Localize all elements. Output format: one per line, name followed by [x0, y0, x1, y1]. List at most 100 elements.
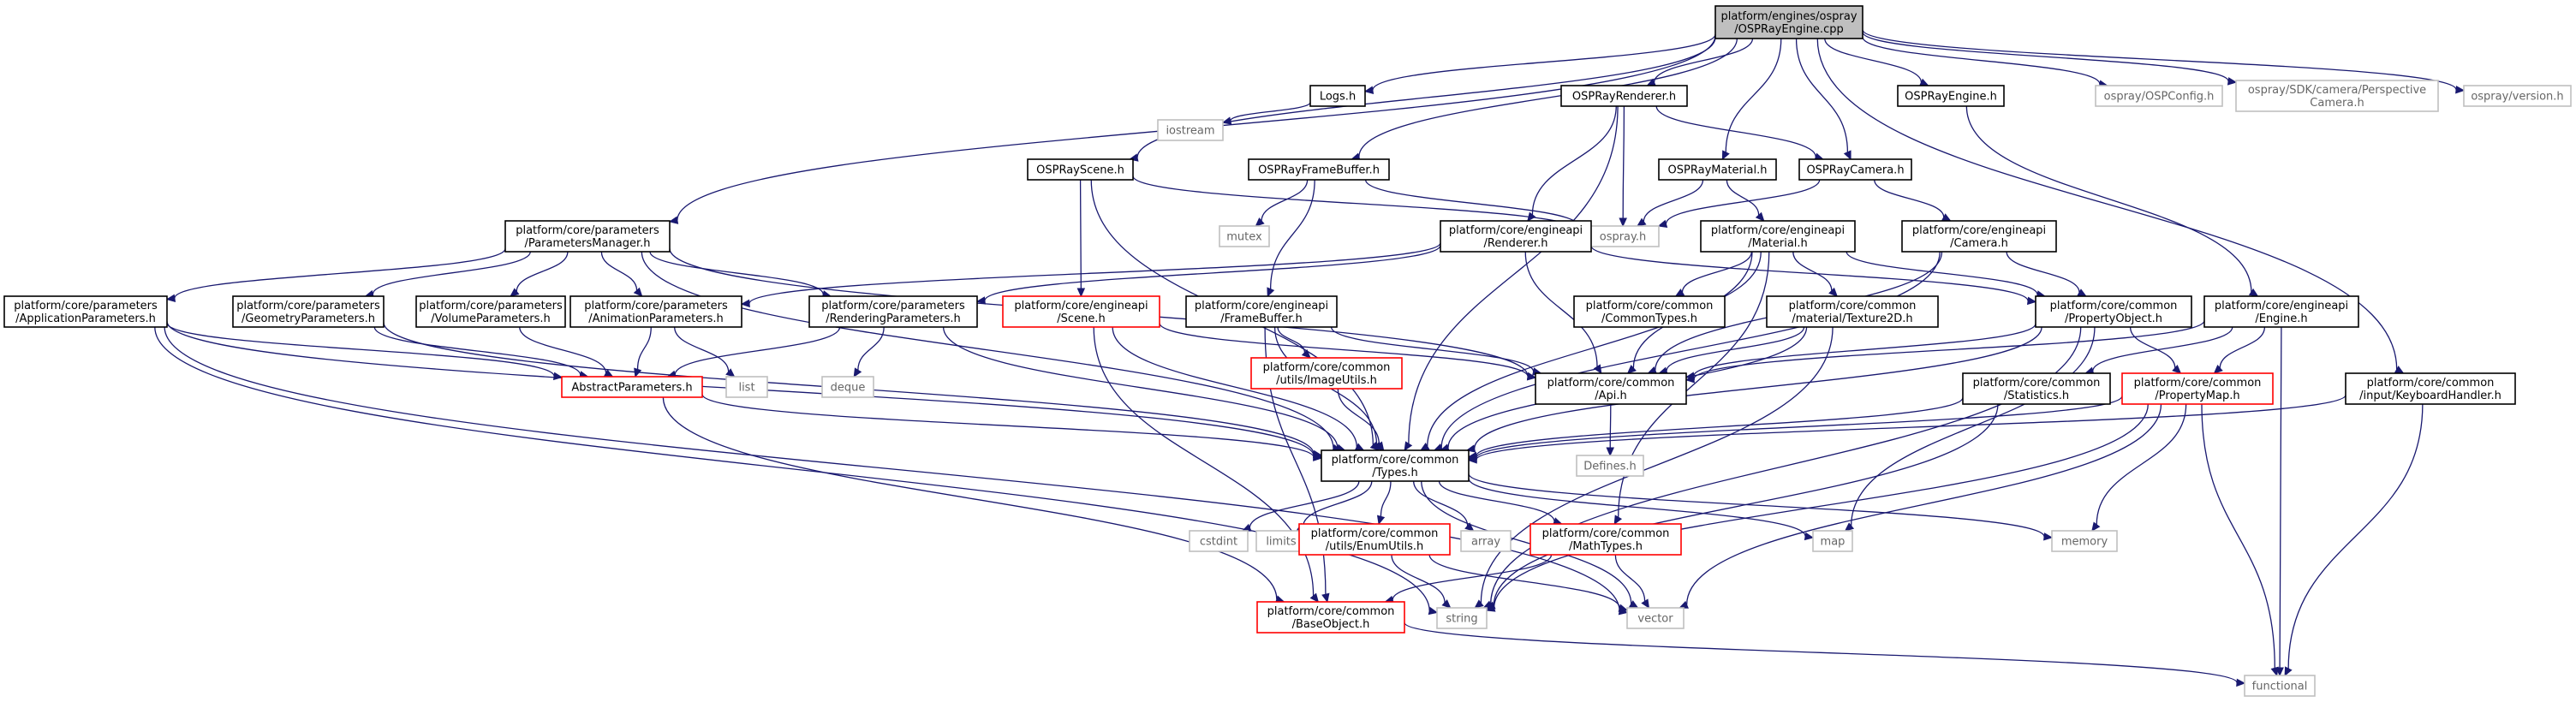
node-box	[808, 295, 978, 328]
edge-animparams-to-abstractparams	[634, 326, 652, 378]
node-box	[2051, 530, 2118, 552]
node-ospconfig: ospray/OSPConfig.h	[2095, 85, 2223, 107]
edge-statistics-to-string	[1485, 403, 1999, 610]
edge-propmap-to-types	[1467, 396, 2123, 462]
node-ecamera[interactable]: platform/core/engineapi/Camera.h	[1901, 220, 2057, 253]
node-propmap[interactable]: platform/core/common/PropertyMap.h	[2121, 372, 2274, 405]
node-abstractparams[interactable]: AbstractParameters.h	[561, 376, 703, 398]
node-label: /Types.h	[1372, 467, 1417, 479]
edge-pm-to-animparams	[600, 251, 643, 297]
edge-mathtypes-to-vector	[1614, 554, 1650, 610]
node-ospcamera[interactable]: OSPRayCamera.h	[1798, 158, 1912, 181]
edge-keyboard-to-functional	[2284, 403, 2424, 677]
node-pm[interactable]: platform/core/parameters/ParametersManag…	[504, 220, 671, 253]
node-box	[1658, 158, 1777, 181]
node-label: platform/core/engineapi	[1195, 300, 1328, 312]
node-label: platform/core/common	[1973, 377, 2101, 390]
edge-erenderer-to-animparams	[740, 242, 1441, 308]
node-box	[1157, 119, 1224, 141]
edge-rendparams-to-deque	[853, 326, 885, 378]
node-osprenderer[interactable]: OSPRayRenderer.h	[1560, 85, 1688, 107]
node-label: /AnimationParameters.h	[588, 312, 723, 325]
node-propobj[interactable]: platform/core/common/PropertyObject.h	[2035, 295, 2192, 328]
node-box	[1250, 357, 1403, 390]
node-api[interactable]: platform/core/common/Api.h	[1535, 372, 1687, 405]
node-commontypes[interactable]: platform/core/common/CommonTypes.h	[1573, 295, 1726, 328]
node-ospscene[interactable]: OSPRayScene.h	[1027, 158, 1134, 181]
node-types[interactable]: platform/core/common/Types.h	[1321, 449, 1470, 482]
node-label: platform/core/common	[1267, 605, 1395, 618]
node-erenderer[interactable]: platform/core/engineapi/Renderer.h	[1440, 220, 1592, 253]
node-box	[1700, 220, 1856, 253]
node-label: /PropertyMap.h	[2155, 390, 2239, 402]
node-baseobject[interactable]: platform/core/common/BaseObject.h	[1256, 601, 1405, 634]
node-eengine[interactable]: platform/core/engineapi/Engine.h	[2203, 295, 2359, 328]
node-ospray: ospray.h	[1586, 225, 1660, 247]
edge-ospfb-to-mutex	[1255, 179, 1309, 227]
edge-ospmaterial-to-ospray	[1636, 179, 1704, 227]
node-functional: functional	[2244, 675, 2316, 697]
node-texture2d[interactable]: platform/core/common/material/Texture2D.…	[1766, 295, 1939, 328]
node-ospengine[interactable]: OSPRayEngine.h	[1897, 85, 2005, 107]
node-box	[1309, 85, 1366, 107]
node-escene[interactable]: platform/core/engineapi/Scene.h	[1002, 295, 1160, 328]
node-label: /utils/ImageUtils.h	[1276, 374, 1377, 387]
node-box	[2235, 80, 2439, 112]
node-box	[1530, 523, 1682, 556]
edge-ecamera-to-propobj	[2006, 251, 2087, 297]
node-box	[1219, 225, 1270, 247]
edge-appparams-to-abstractparams	[166, 322, 564, 381]
node-label: platform/core/parameters	[516, 224, 659, 237]
node-label: platform/core/common	[2134, 377, 2262, 390]
edge-ematerial-to-types	[1419, 251, 1753, 451]
node-label: platform/core/common	[1332, 454, 1459, 467]
node-label: platform/core/engineapi	[1449, 224, 1583, 237]
node-root[interactable]: platform/engines/ospray/OSPRayEngine.cpp	[1714, 5, 1863, 39]
node-logs[interactable]: Logs.h	[1309, 85, 1366, 107]
node-label: /utils/EnumUtils.h	[1326, 540, 1423, 553]
node-label: platform/core/common	[1311, 527, 1439, 540]
node-ospmaterial[interactable]: OSPRayMaterial.h	[1658, 158, 1777, 181]
node-mutex: mutex	[1219, 225, 1270, 247]
node-box	[1321, 449, 1470, 482]
node-label: Logs.h	[1320, 91, 1356, 104]
edge-erenderer-to-rendparams	[975, 245, 1441, 305]
node-mathtypes[interactable]: platform/core/common/MathTypes.h	[1530, 523, 1682, 556]
node-box	[1766, 295, 1939, 328]
dependency-nodes: platform/engines/ospray/OSPRayEngine.cpp…	[3, 5, 2572, 697]
node-label: OSPRayMaterial.h	[1668, 164, 1768, 177]
edge-osprenderer-to-ospcamera	[1655, 105, 1824, 161]
node-ospfb[interactable]: OSPRayFrameBuffer.h	[1248, 158, 1390, 181]
node-box	[1248, 158, 1390, 181]
node-statistics[interactable]: platform/core/common/Statistics.h	[1962, 372, 2111, 405]
node-label: Defines.h	[1583, 461, 1637, 473]
edge-ospmaterial-to-ematerial	[1726, 179, 1765, 222]
node-ematerial[interactable]: platform/core/engineapi/Material.h	[1700, 220, 1856, 253]
edge-pm-to-volparams	[510, 251, 569, 297]
node-label: vector	[1637, 613, 1673, 626]
node-label: AbstractParameters.h	[571, 382, 692, 395]
node-label: platform/core/common	[1263, 361, 1391, 374]
node-label: /Statistics.h	[2004, 390, 2069, 402]
node-enumutils[interactable]: platform/core/common/utils/EnumUtils.h	[1298, 523, 1451, 556]
node-rendparams[interactable]: platform/core/parameters/RenderingParame…	[808, 295, 978, 328]
node-volparams[interactable]: platform/core/parameters/VolumeParameter…	[415, 295, 566, 328]
node-label: mutex	[1226, 231, 1262, 244]
edge-eengine-to-functional	[2275, 326, 2284, 677]
edge-eengine-to-propmap	[2213, 326, 2266, 374]
node-imageutils[interactable]: platform/core/common/utils/ImageUtils.h	[1250, 357, 1403, 390]
node-box	[504, 220, 671, 253]
edge-eengine-to-api	[1685, 320, 2205, 384]
node-efb[interactable]: platform/core/engineapi/FrameBuffer.h	[1185, 295, 1338, 328]
node-label: platform/core/engineapi	[1014, 300, 1148, 312]
node-box	[2035, 295, 2192, 328]
node-appparams[interactable]: platform/core/parameters/ApplicationPara…	[3, 295, 168, 328]
edge-appparams-to-string	[154, 326, 1439, 616]
node-label: platform/core/common	[2367, 377, 2495, 390]
node-keyboard[interactable]: platform/core/common/input/KeyboardHandl…	[2345, 372, 2516, 405]
node-label: platform/core/parameters	[14, 300, 158, 312]
node-animparams[interactable]: platform/core/parameters/AnimationParame…	[569, 295, 742, 328]
node-box	[1901, 220, 2057, 253]
node-geoparams[interactable]: platform/core/parameters/GeometryParamet…	[232, 295, 385, 328]
